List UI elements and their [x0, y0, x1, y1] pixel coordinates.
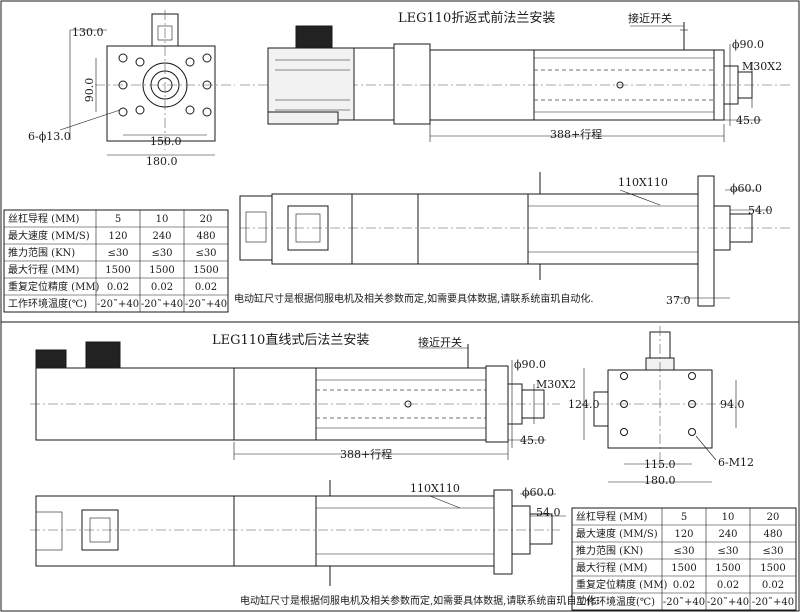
table-cell: 0.02: [195, 282, 217, 293]
table-cell: 丝杠导程 (MM): [576, 510, 648, 523]
dim-37-top: 37.0: [666, 294, 691, 307]
table-cell: 1500: [193, 265, 218, 276]
dim-124: 124.0: [568, 398, 600, 411]
table-cell: 20: [200, 214, 213, 225]
table-cell: 重复定位精度 (MM): [8, 280, 100, 293]
dim-holes-bottom: 6-M12: [718, 456, 754, 469]
table-cell: 1500: [760, 563, 785, 574]
table-cell: ≤30: [673, 546, 694, 557]
table-cell: ≤30: [762, 546, 783, 557]
dim-stroke-top: 388+行程: [550, 128, 602, 141]
top-note: 电动缸尺寸是根据伺服电机及相关参数而定,如需要具体数据,请联系统亩玑自动化.: [234, 292, 594, 305]
table-cell: 丝杠导程 (MM): [8, 212, 80, 225]
table-cell: 1500: [671, 563, 696, 574]
table-cell: 120: [108, 231, 127, 242]
dim-90: 90.0: [83, 78, 96, 103]
table-cell: 最大速度 (MM/S): [8, 229, 90, 242]
dim-54-bottom: 54.0: [536, 506, 561, 519]
dim-54-top: 54.0: [748, 204, 773, 217]
table-cell: -20˜+40: [97, 299, 139, 310]
dim-45-top: 45.0: [736, 114, 761, 127]
dim-180: 180.0: [146, 155, 178, 168]
top-flange-end-view: [59, 10, 235, 156]
dim-holes: 6-ϕ13.0: [28, 130, 71, 143]
profile-label-top: 110X110: [618, 176, 668, 189]
table-cell: 0.02: [762, 580, 784, 591]
table-cell: 480: [196, 231, 215, 242]
dim-thread-bottom: M30X2: [536, 378, 576, 391]
table-cell: 0.02: [107, 282, 129, 293]
table-cell: 120: [674, 529, 693, 540]
table-cell: -20˜+40: [663, 597, 705, 608]
dim-130: 130.0: [72, 26, 104, 39]
table-cell: 20: [767, 512, 780, 523]
bottom-sensor-label: 接近开关: [418, 335, 462, 349]
table-cell: 最大速度 (MM/S): [576, 527, 658, 540]
bottom-actuator-plan-view: [30, 480, 566, 586]
table-cell: ≤30: [107, 248, 128, 259]
bottom-title: LEG110直线式后法兰安装: [212, 333, 369, 348]
table-cell: 最大行程 (MM): [576, 561, 648, 574]
profile-label-bottom: 110X110: [410, 482, 460, 495]
top-actuator-plan-view: [239, 172, 790, 307]
dim-thread-top: M30X2: [742, 60, 782, 73]
table-cell: 0.02: [151, 282, 173, 293]
dim-stroke-bottom: 388+行程: [340, 448, 392, 461]
table-cell: 1500: [149, 265, 174, 276]
table-cell: 240: [152, 231, 171, 242]
table-cell: 0.02: [717, 580, 739, 591]
table-cell: 工作环境温度(℃): [8, 297, 87, 310]
dim-45-bottom: 45.0: [520, 434, 545, 447]
table-cell: 重复定位精度 (MM): [576, 578, 668, 591]
table-cell: 5: [681, 512, 687, 523]
dim-dia60-bottom: ϕ60.0: [522, 486, 554, 499]
table-cell: ≤30: [717, 546, 738, 557]
dim-dia90-top: ϕ90.0: [732, 38, 764, 51]
dim-dia60-top: ϕ60.0: [730, 182, 762, 195]
table-cell: 推力范围 (KN): [8, 246, 75, 259]
table-cell: 5: [115, 214, 121, 225]
bottom-note: 电动缸尺寸是根据伺服电机及相关参数而定,如需要具体数据,请联系统亩玑自动化.: [240, 594, 600, 607]
top-spec-rows: 丝杠导程 (MM) 5 10 20 最大速度 (MM/S) 120 240 48…: [8, 212, 227, 310]
table-cell: -20˜+40: [185, 299, 227, 310]
top-actuator-side-view: [240, 22, 790, 142]
table-cell: 1500: [105, 265, 130, 276]
table-cell: 工作环境温度(℃): [576, 595, 655, 608]
bottom-spec-rows: 丝杠导程 (MM) 5 10 20 最大速度 (MM/S) 120 240 48…: [576, 510, 794, 608]
table-cell: -20˜+40: [752, 597, 794, 608]
table-cell: 推力范围 (KN): [576, 544, 643, 557]
bottom-actuator-side-view: [30, 341, 560, 460]
top-title: LEG110折返式前法兰安装: [398, 10, 555, 26]
table-cell: 最大行程 (MM): [8, 263, 80, 276]
table-cell: -20˜+40: [707, 597, 749, 608]
table-cell: -20˜+40: [141, 299, 183, 310]
table-cell: ≤30: [151, 248, 172, 259]
dim-115: 115.0: [644, 458, 676, 471]
table-cell: ≤30: [195, 248, 216, 259]
bottom-spec-table: [571, 507, 797, 611]
table-cell: 0.02: [673, 580, 695, 591]
dim-94: 94.0: [720, 398, 745, 411]
top-spec-table: [3, 209, 229, 313]
table-cell: 480: [763, 529, 782, 540]
table-cell: 1500: [715, 563, 740, 574]
dim-150: 150.0: [150, 135, 182, 148]
top-sensor-label: 接近开关: [628, 11, 672, 25]
table-cell: 10: [722, 512, 735, 523]
bottom-flange-end-view: [580, 326, 740, 483]
table-cell: 240: [718, 529, 737, 540]
table-cell: 10: [156, 214, 169, 225]
dim-dia90-bottom: ϕ90.0: [514, 358, 546, 371]
dim-180-bottom: 180.0: [644, 474, 676, 487]
